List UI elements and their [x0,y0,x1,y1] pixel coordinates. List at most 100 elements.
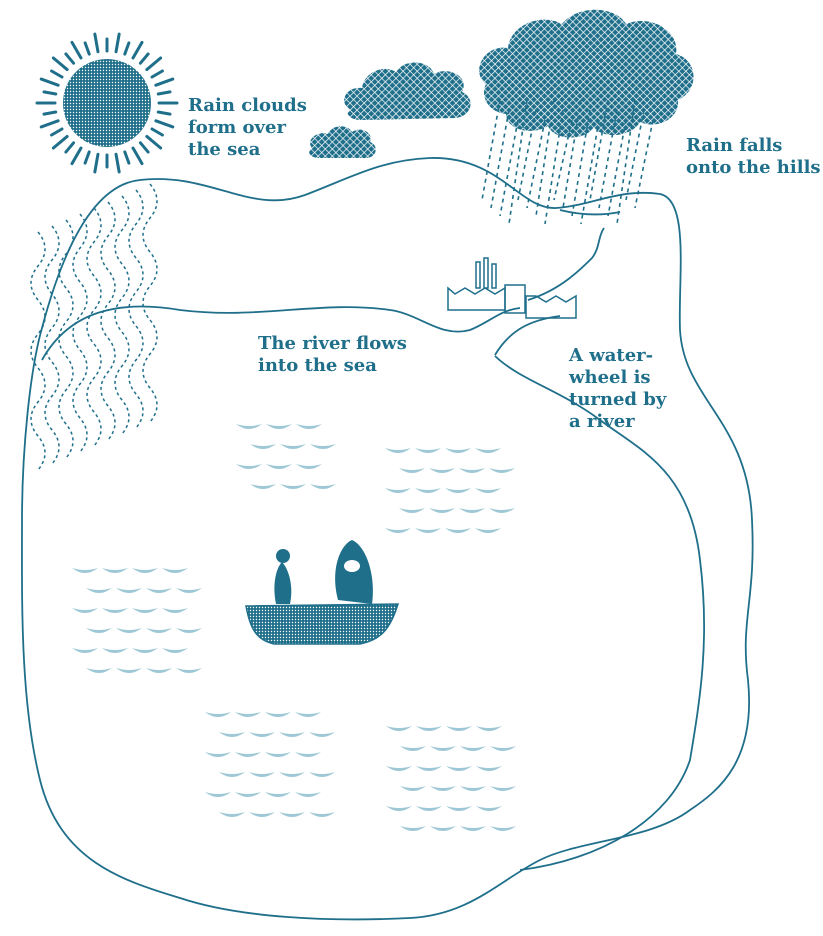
wave-mark [399,468,425,473]
wave-mark [219,732,245,737]
wave-mark [429,468,455,473]
sun-ray [85,152,89,163]
sun-ray [95,34,98,52]
passenger-left [274,562,291,604]
wave-mark [279,812,305,817]
wave-mark [430,826,456,831]
wave-mark [116,588,142,593]
wave-mark [386,726,412,731]
wave-mark [176,668,202,673]
wave-mark [176,628,202,633]
label-river-flows: The river flows into the sea [258,333,407,377]
wave-mark [162,648,188,653]
wave-mark [236,424,262,429]
wave-mark [445,528,471,533]
wave-mark [475,528,501,533]
wave-mark [205,752,231,757]
wave-mark [219,812,245,817]
wave-mark [476,806,502,811]
wave-mark [296,464,322,469]
wave-mark [460,826,486,831]
vapour-line [115,196,129,434]
wave-mark [265,752,291,757]
vapour-line [31,232,45,470]
wave-mark [250,484,276,489]
wave-mark [475,448,501,453]
wave-mark [249,812,275,817]
rain-line [581,120,599,224]
wave-mark [385,488,411,493]
wave-mark [86,628,112,633]
wave-mark [400,746,426,751]
rising-vapour-lines [31,184,157,470]
wave-mark [295,792,321,797]
cycle-outline [22,158,753,919]
wave-mark [460,746,486,751]
label-rain-clouds: Rain clouds form over the sea [188,95,307,161]
wave-mark [205,792,231,797]
rain-line [491,110,509,208]
sun-ray [41,79,58,85]
wave-mark [385,528,411,533]
passenger-right [335,540,373,604]
wave-mark [102,648,128,653]
sun-ray [66,143,74,152]
wave-mark [416,806,442,811]
wave-mark [235,712,261,717]
wave-mark [279,732,305,737]
wave-mark [116,668,142,673]
sun-ray [44,92,56,94]
sun-ray [53,58,67,70]
sun-ray [116,34,119,52]
sun-ray [156,121,173,127]
sun-ray [152,71,162,77]
wave-mark [416,726,442,731]
wave-mark [132,608,158,613]
sun-ray [116,154,119,172]
wave-mark [236,464,262,469]
wave-mark [296,424,322,429]
wave-mark [279,772,305,777]
wave-mark [309,812,335,817]
wave-mark [265,792,291,797]
rain-line [527,120,545,208]
wave-mark [430,746,456,751]
wave-mark [265,712,291,717]
wave-mark [400,786,426,791]
vapour-line [73,214,87,452]
wave-mark [459,468,485,473]
wave-mark [415,448,441,453]
wave-mark [460,786,486,791]
wave-mark [476,766,502,771]
wave-mark [459,508,485,513]
wave-mark [310,444,336,449]
wave-mark [116,628,142,633]
sun-ray [52,129,62,135]
wave-mark [415,528,441,533]
sun-ray [44,112,56,114]
wave-mark [280,444,306,449]
wave-mark [489,468,515,473]
sun-ray [147,58,161,70]
wave-mark [295,712,321,717]
sun-ray [156,79,173,85]
wave-mark [146,588,172,593]
wave-mark [490,746,516,751]
wave-mark [219,772,245,777]
sun-ray [72,148,81,164]
sun-ray [152,129,162,135]
wave-mark [102,608,128,613]
label-rain-falls: Rain falls onto the hills [686,135,821,179]
wave-mark [446,806,472,811]
vapour-line [87,208,101,446]
wave-mark [399,508,425,513]
sun-ray [158,92,170,94]
wave-mark [249,732,275,737]
wave-mark [416,766,442,771]
sun-ray [41,121,58,127]
wave-mark [132,568,158,573]
wave-mark [266,464,292,469]
sun-disc [63,59,151,147]
wave-mark [72,568,98,573]
